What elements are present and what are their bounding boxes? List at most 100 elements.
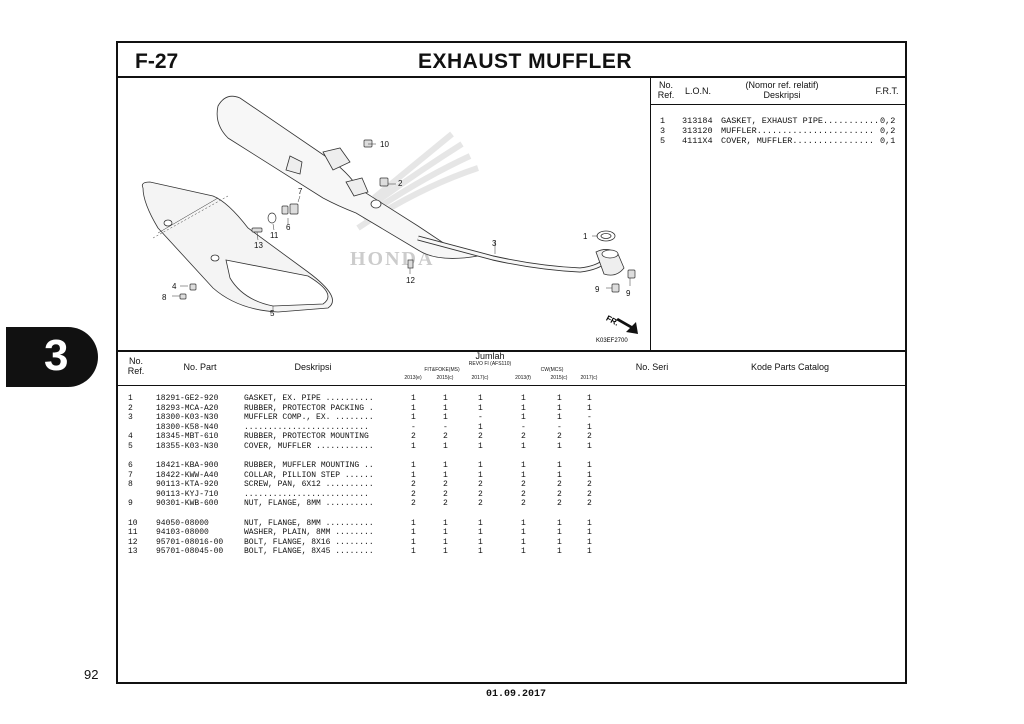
row-ref: 6 <box>128 461 133 470</box>
callout-number: 7 <box>298 187 303 196</box>
exploded-diagram: HONDA <box>141 95 638 344</box>
row-quantity: 1 <box>411 403 416 413</box>
parts-year-header: 2017(c) <box>580 375 598 381</box>
footer-date: 01.09.2017 <box>486 689 547 700</box>
row-quantity: 2 <box>557 489 562 499</box>
row-quantity: 1 <box>521 461 526 470</box>
table-row: 3 18300-K03-N30 MUFFLER COMP., EX. .......… <box>118 413 618 423</box>
row-quantity: 1 <box>557 518 562 528</box>
table-row: 18300-K58-N40..........................-… <box>118 423 618 433</box>
row-quantity: 1 <box>587 547 592 556</box>
row-quantity: 1 <box>411 470 416 480</box>
row-quantity: 1 <box>478 441 483 451</box>
row-quantity: 1 <box>443 547 448 556</box>
parts-col-seri: No. Seri <box>635 362 669 372</box>
row-quantity: 1 <box>411 441 416 451</box>
row-quantity: 1 <box>443 461 448 470</box>
muffler-cover-part <box>141 181 333 313</box>
hardware-parts <box>179 139 636 300</box>
row-description: MUFFLER COMP., EX. ........ <box>244 413 374 422</box>
row-part-number: 18300-K03-N30 <box>156 413 219 422</box>
row-quantity: 1 <box>557 528 562 537</box>
gasket-part <box>596 230 616 242</box>
row-quantity: 2 <box>557 432 562 441</box>
page-number: 92 <box>84 667 99 682</box>
row-quantity: 1 <box>411 394 416 403</box>
row-quantity: 1 <box>557 413 562 422</box>
row-quantity: - <box>478 413 483 422</box>
row-quantity: 2 <box>411 499 416 508</box>
row-quantity: 2 <box>411 480 416 489</box>
row-quantity: 2 <box>411 432 416 441</box>
row-quantity: - <box>557 422 562 432</box>
row-description: NUT, FLANGE, 8MM .......... <box>244 518 374 528</box>
row-quantity: 1 <box>557 547 562 556</box>
row-ref: 1 <box>128 394 133 403</box>
frt-cell-desc: GASKET, EXHAUST PIPE........... <box>721 116 880 126</box>
parts-col-catalog: Kode Parts Catalog <box>750 362 830 372</box>
row-quantity: - <box>521 422 526 432</box>
row-quantity: 1 <box>443 441 448 451</box>
callout-number: 5 <box>270 309 275 318</box>
frt-cell-lon: 313184 <box>682 116 713 126</box>
row-quantity: 1 <box>478 394 483 403</box>
page-frame <box>116 41 907 684</box>
row-quantity: 1 <box>443 528 448 537</box>
row-quantity: 2 <box>411 489 416 499</box>
row-quantity: 1 <box>557 441 562 451</box>
frt-col-lon: L.O.N. <box>684 86 711 96</box>
parts-col-part: No. Part <box>183 362 217 372</box>
row-quantity: 1 <box>587 528 592 537</box>
callout-number: 2 <box>398 179 403 188</box>
leader-lines <box>152 143 631 312</box>
row-part-number: 90301-KWB-600 <box>156 499 219 508</box>
row-quantity: - <box>411 422 416 432</box>
row-quantity: 2 <box>443 480 448 489</box>
front-arrow-icon: FR. <box>605 314 638 334</box>
row-quantity: 1 <box>443 394 448 403</box>
row-quantity: 2 <box>478 432 483 441</box>
frt-cell-frt: 0,2 <box>880 126 896 136</box>
row-quantity: 2 <box>587 499 592 508</box>
frt-col-frt: F.R.T. <box>875 86 899 96</box>
row-quantity: 1 <box>557 470 562 480</box>
callout-number: 9 <box>626 289 631 298</box>
row-quantity: 1 <box>411 518 416 528</box>
row-quantity: 1 <box>521 470 526 480</box>
row-description: RUBBER, PROTECTOR PACKING . <box>244 403 374 413</box>
row-ref: 3 <box>128 413 133 422</box>
row-quantity: - <box>587 413 592 422</box>
table-row: 90113-KYJ-710..........................2… <box>118 490 618 500</box>
row-quantity: 1 <box>478 403 483 413</box>
parts-col-desc: Deskripsi <box>294 362 332 372</box>
row-quantity: 1 <box>478 461 483 470</box>
row-part-number: 95701-08045-00 <box>156 547 224 556</box>
direction-label: FR. <box>605 314 621 328</box>
frt-cell-no: 1 <box>660 116 666 126</box>
row-description: GASKET, EX. PIPE .......... <box>244 394 374 403</box>
row-description: BOLT, FLANGE, 8X16 ........ <box>244 537 374 547</box>
frt-cell-desc: MUFFLER....................... <box>721 126 875 136</box>
row-part-number: 94103-08000 <box>156 528 209 537</box>
row-quantity: 1 <box>521 441 526 451</box>
row-quantity: 2 <box>521 432 526 441</box>
row-quantity: 1 <box>411 413 416 422</box>
frt-cell-desc: COVER, MUFFLER................ <box>721 136 875 146</box>
row-quantity: 1 <box>521 518 526 528</box>
frt-cell-frt: 0,1 <box>880 136 896 146</box>
frt-col-no: No. Ref. <box>657 80 675 100</box>
row-quantity: 1 <box>443 537 448 547</box>
row-ref: 13 <box>128 547 138 556</box>
parts-year-header: 2017(c) <box>471 375 489 381</box>
row-quantity: 1 <box>411 547 416 556</box>
row-quantity: 1 <box>587 422 592 432</box>
row-part-number: 18355-K03-N30 <box>156 441 219 451</box>
callout-number: 10 <box>380 140 389 149</box>
row-quantity: 1 <box>443 413 448 422</box>
row-part-number: 18345-MBT-610 <box>156 432 219 441</box>
